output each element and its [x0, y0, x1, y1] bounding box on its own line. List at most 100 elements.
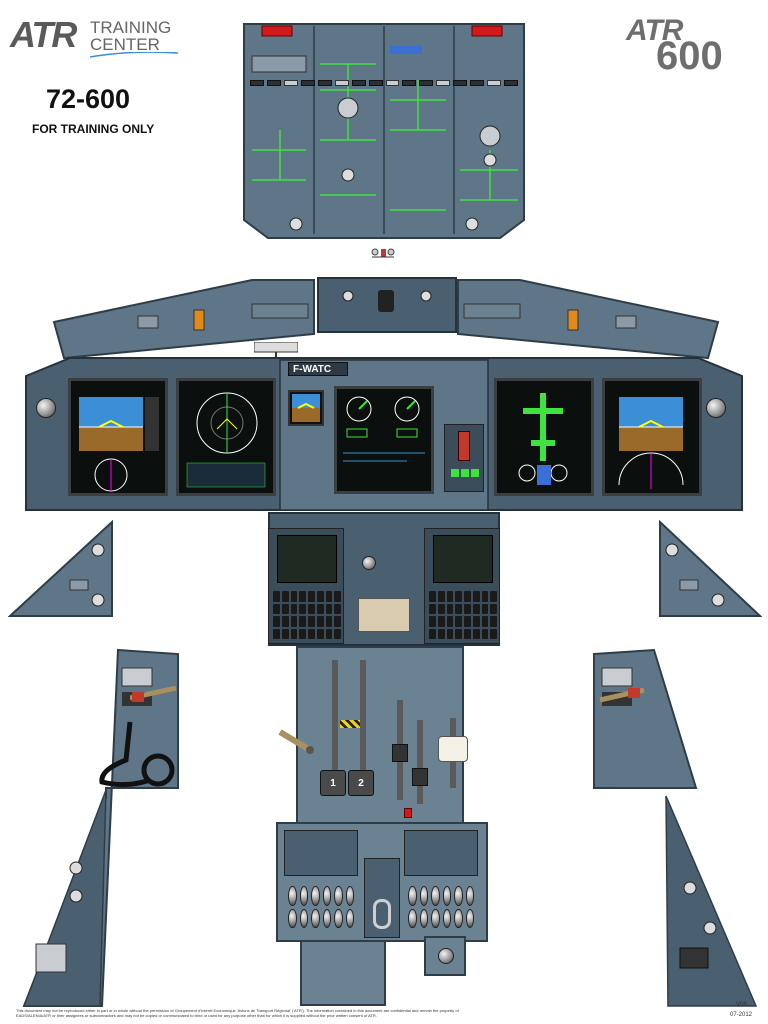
overhead-switch[interactable] — [317, 80, 332, 86]
radio-panel-right[interactable] — [404, 830, 478, 876]
audio-knob[interactable] — [465, 908, 474, 928]
mcdu-key[interactable] — [290, 628, 298, 639]
overhead-switch[interactable] — [487, 80, 502, 86]
mcdu-key[interactable] — [429, 628, 436, 639]
mcdu-key[interactable] — [299, 591, 306, 602]
mcdu-key[interactable] — [308, 628, 315, 639]
mcdu-key[interactable] — [455, 616, 462, 627]
mcdu-key[interactable] — [464, 603, 471, 614]
landing-gear-lever[interactable] — [458, 431, 470, 461]
overhead-switch[interactable] — [283, 80, 298, 86]
mcdu-key[interactable] — [308, 591, 315, 602]
mcdu-key[interactable] — [429, 591, 436, 602]
mcdu-key[interactable] — [325, 628, 333, 639]
audio-knob[interactable] — [288, 908, 297, 928]
condition-lever-2-handle[interactable] — [412, 768, 428, 786]
overhead-switch[interactable] — [436, 80, 451, 86]
mcdu-key[interactable] — [437, 628, 445, 639]
audio-knob[interactable] — [299, 908, 308, 928]
overhead-switch[interactable] — [300, 80, 315, 86]
mcdu-key[interactable] — [490, 591, 497, 602]
mcdu-key[interactable] — [437, 591, 445, 602]
overhead-switch[interactable] — [351, 80, 366, 86]
mcdu-key[interactable] — [455, 591, 462, 602]
mcdu-key[interactable] — [316, 591, 324, 602]
mcdu-key[interactable] — [472, 628, 480, 639]
mcdu-key[interactable] — [308, 603, 315, 614]
mcdu-key[interactable] — [290, 591, 298, 602]
mcdu-key[interactable] — [316, 616, 324, 627]
mcdu-key[interactable] — [464, 616, 471, 627]
radio-panel-left[interactable] — [284, 830, 358, 876]
audio-knob[interactable] — [465, 886, 474, 906]
mcdu-key[interactable] — [455, 628, 462, 639]
mcdu-key[interactable] — [273, 591, 280, 602]
pedestal-center-knob[interactable] — [362, 556, 376, 570]
audio-knob[interactable] — [419, 886, 428, 906]
nose-wheel-steering-tiller[interactable] — [96, 720, 176, 790]
overhead-switch[interactable] — [419, 80, 434, 86]
overhead-switch[interactable] — [385, 80, 400, 86]
mcdu-key[interactable] — [455, 603, 462, 614]
audio-knob[interactable] — [454, 886, 463, 906]
audio-knob[interactable] — [322, 886, 331, 906]
mcdu-key[interactable] — [273, 616, 280, 627]
audio-knob[interactable] — [431, 908, 440, 928]
mcdu-key[interactable] — [281, 616, 289, 627]
mcdu-key[interactable] — [334, 591, 341, 602]
mcdu-key[interactable] — [281, 603, 289, 614]
audio-knob[interactable] — [408, 886, 417, 906]
flaps-lever[interactable] — [438, 718, 468, 788]
mcdu-key[interactable] — [429, 616, 436, 627]
audio-knob[interactable] — [408, 908, 417, 928]
power-lever-2[interactable]: 2 — [348, 770, 374, 796]
mcdu-key[interactable] — [273, 603, 280, 614]
mcdu-key[interactable] — [446, 628, 454, 639]
first-officer-tiller-handle[interactable] — [596, 686, 646, 706]
mcdu-key[interactable] — [290, 603, 298, 614]
park-brake-handle[interactable] — [373, 899, 391, 929]
mcdu-key[interactable] — [429, 603, 436, 614]
mcdu-key[interactable] — [325, 616, 333, 627]
audio-knob[interactable] — [311, 908, 320, 928]
mcdu-key[interactable] — [472, 591, 480, 602]
audio-knob[interactable] — [345, 886, 354, 906]
flaps-lever-handle[interactable] — [438, 736, 468, 762]
mcdu-key[interactable] — [334, 616, 341, 627]
audio-knob[interactable] — [442, 886, 451, 906]
condition-lever-2[interactable] — [412, 720, 428, 804]
mcdu-key[interactable] — [334, 628, 341, 639]
mcdu-key[interactable] — [472, 603, 480, 614]
mcdu-key[interactable] — [472, 616, 480, 627]
overhead-switch[interactable] — [453, 80, 468, 86]
power-lever-1[interactable]: 1 — [320, 770, 346, 796]
audio-panel-right[interactable] — [404, 882, 478, 932]
mcdu-key[interactable] — [325, 603, 333, 614]
mcdu-key[interactable] — [490, 628, 497, 639]
audio-knob[interactable] — [334, 886, 343, 906]
mcdu-key[interactable] — [437, 603, 445, 614]
overhead-switch[interactable] — [266, 80, 281, 86]
mcdu-key[interactable] — [316, 628, 324, 639]
overhead-light-switch[interactable] — [370, 246, 396, 258]
mcdu-key[interactable] — [281, 591, 289, 602]
pitch-trim-handle[interactable] — [276, 728, 316, 756]
mcdu-key[interactable] — [446, 616, 454, 627]
mcdu-key[interactable] — [299, 628, 306, 639]
audio-knob[interactable] — [345, 908, 354, 928]
mcdu-key[interactable] — [481, 603, 489, 614]
overhead-switch[interactable] — [402, 80, 417, 86]
overhead-switch[interactable] — [334, 80, 349, 86]
audio-knob[interactable] — [334, 908, 343, 928]
mcdu-key[interactable] — [481, 628, 489, 639]
mcdu-key[interactable] — [273, 628, 280, 639]
mcdu-key[interactable] — [481, 616, 489, 627]
audio-knob[interactable] — [442, 908, 451, 928]
mcdu-key[interactable] — [464, 591, 471, 602]
overhead-switch-grid[interactable] — [250, 80, 518, 200]
audio-knob[interactable] — [288, 886, 297, 906]
mcdu-key[interactable] — [334, 603, 341, 614]
condition-lever-1[interactable] — [392, 700, 408, 800]
overhead-switch[interactable] — [250, 80, 264, 86]
mcdu-key[interactable] — [281, 628, 289, 639]
